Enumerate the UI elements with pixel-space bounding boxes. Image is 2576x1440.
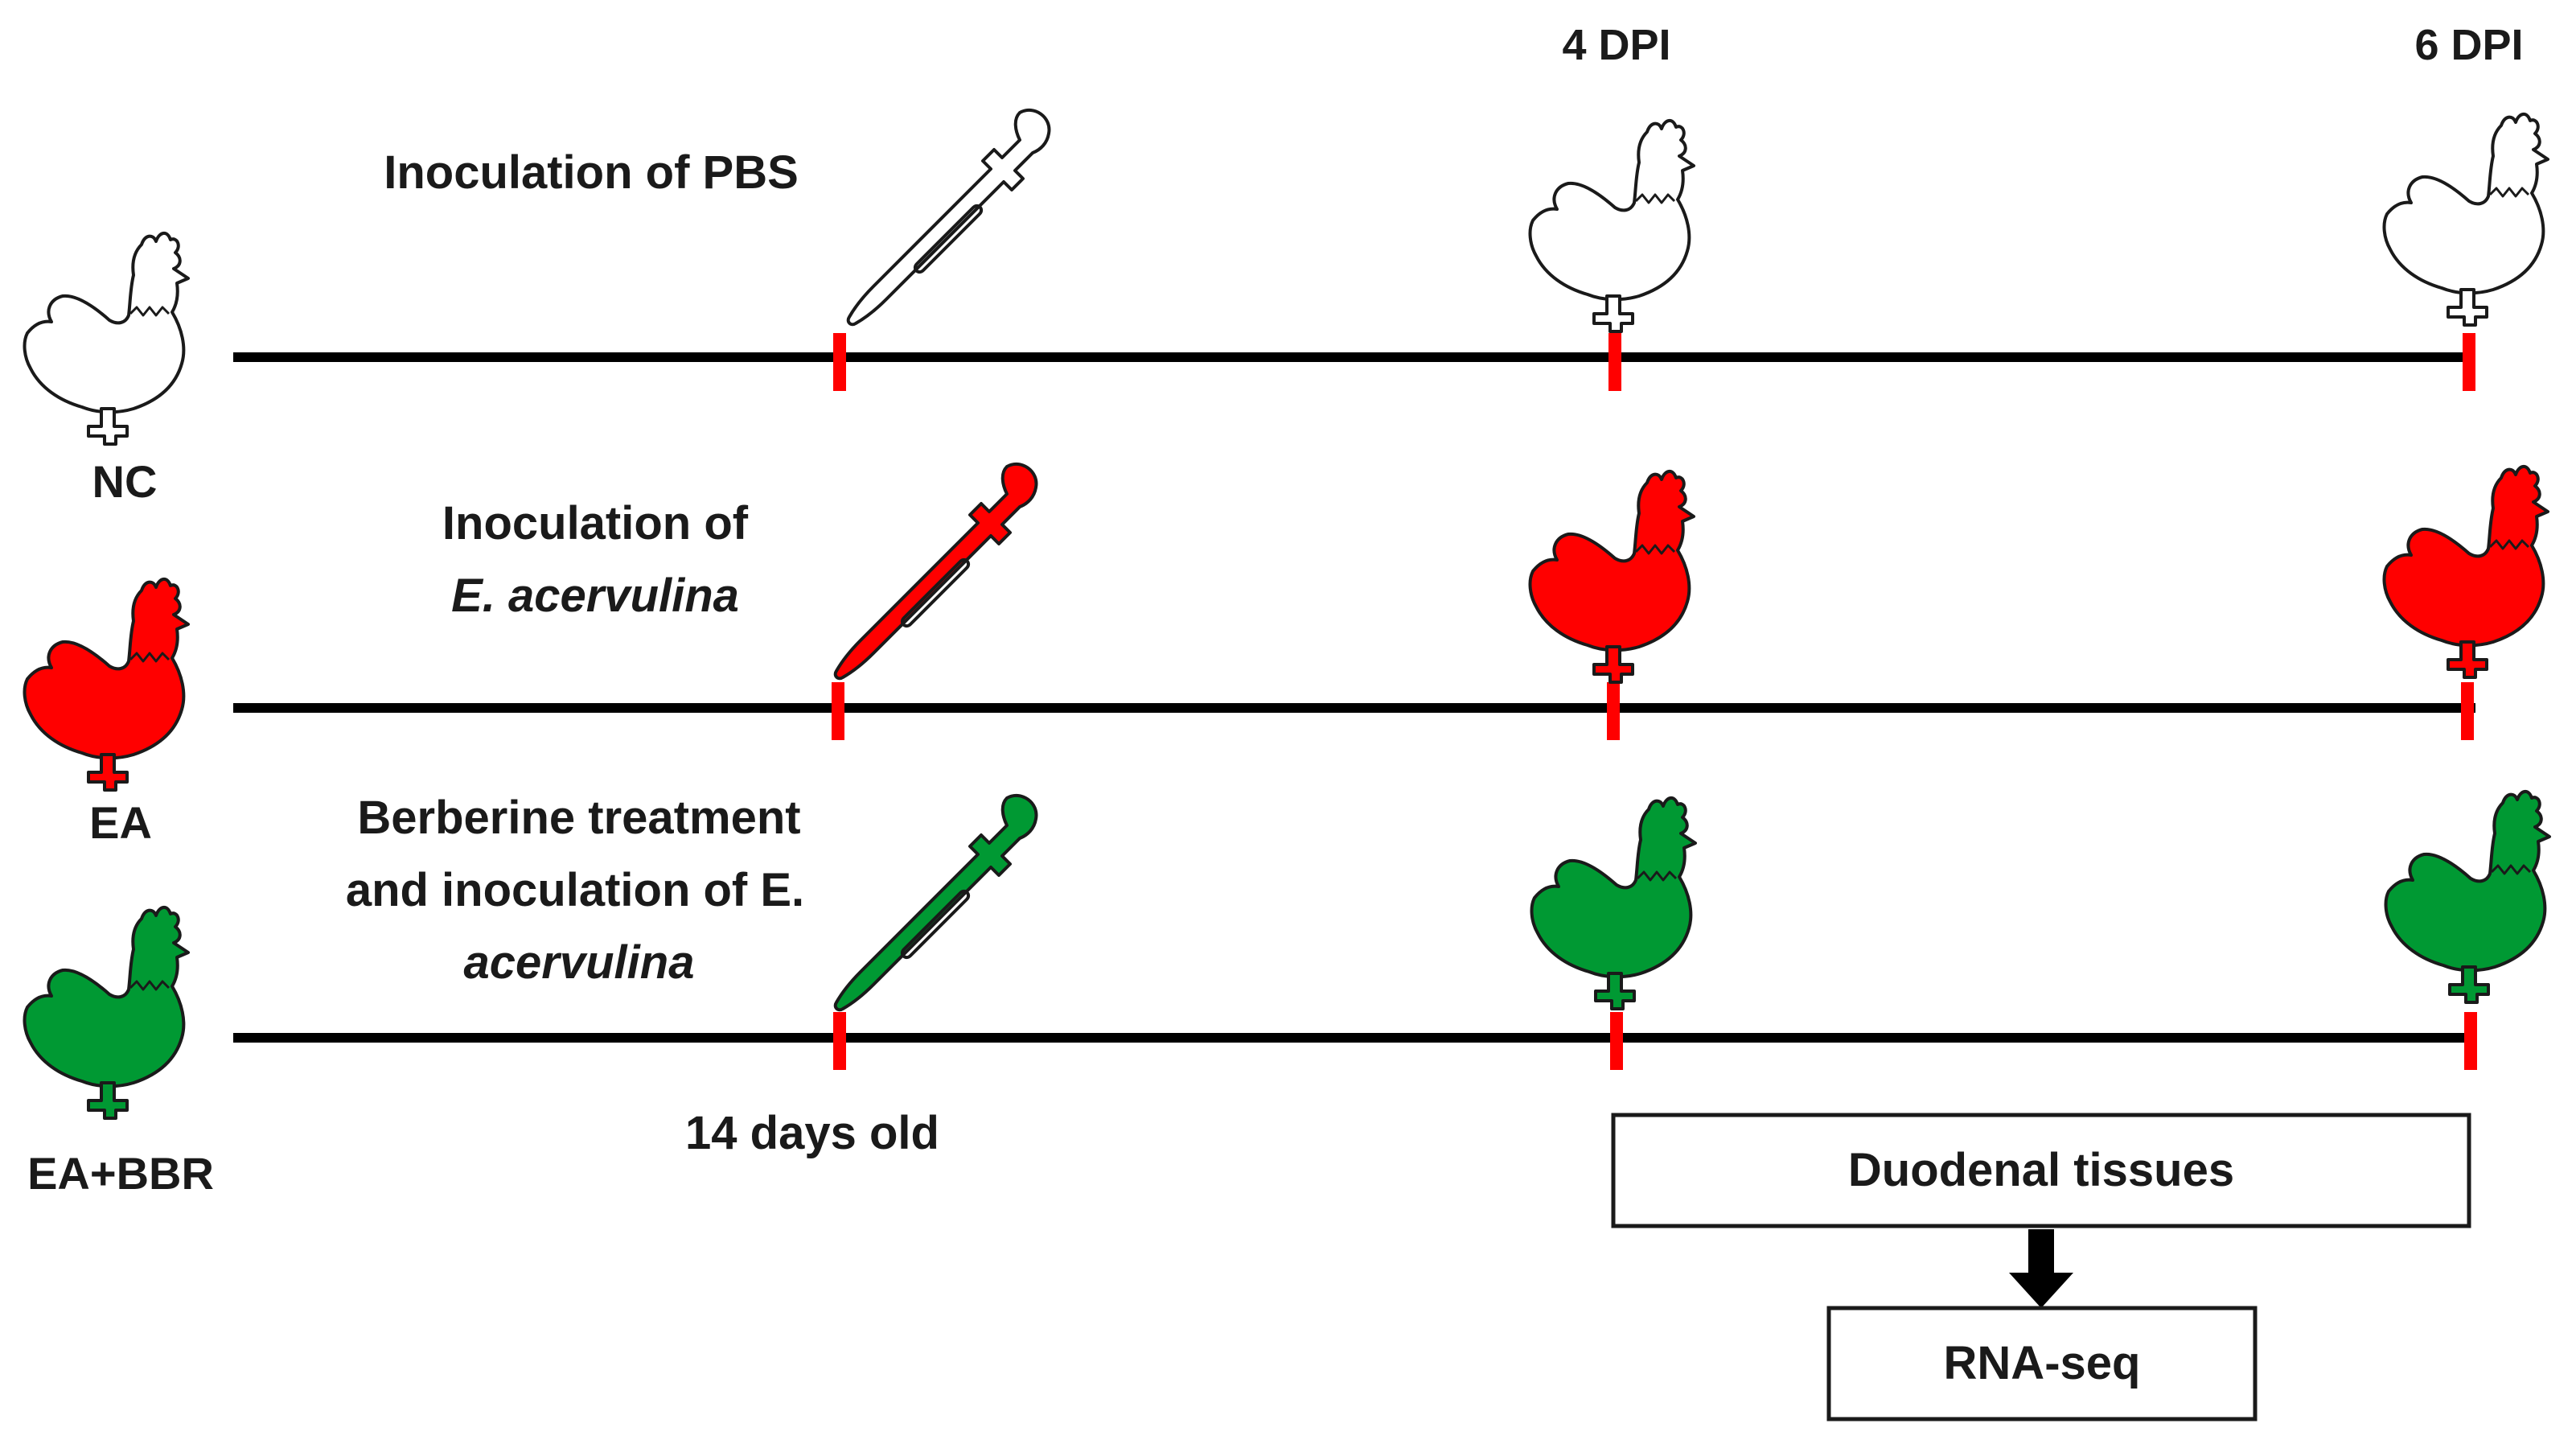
timeline-ticks (832, 333, 2477, 1070)
instruction-ea: Inoculation of E. acervulina (442, 497, 749, 622)
down-arrow-head (2009, 1273, 2073, 1308)
instruction-nc: Inoculation of PBS (384, 146, 799, 199)
dropper-icon (846, 108, 1051, 327)
tissue-box-label: Duodenal tissues (1848, 1144, 2234, 1196)
down-arrow-icon (2028, 1229, 2054, 1276)
timepoint-start-label: 14 days old (685, 1107, 939, 1159)
tick-ea-4dpi (1607, 682, 1620, 740)
assay-box-label: RNA-seq (1944, 1337, 2141, 1389)
timepoint-4dpi-label: 4 DPI (1562, 21, 1670, 69)
tick-nc-6dpi (2463, 333, 2475, 391)
chicken-icon (1530, 796, 1697, 1010)
tick-ea-start (832, 682, 844, 740)
instruction-line: Inoculation of (442, 497, 749, 549)
chicken-icon (23, 231, 190, 446)
instruction-line: Berberine treatment (357, 792, 800, 844)
chicken-icon (23, 577, 190, 792)
chicken-icon (2384, 789, 2551, 1004)
dropper-icon (833, 793, 1038, 1012)
tissue-box (1611, 1113, 2471, 1228)
instruction-line: Inoculation of PBS (384, 146, 799, 199)
assay-box (1826, 1306, 2258, 1421)
instruction-line-italic: E. acervulina (451, 570, 739, 622)
tick-ea-bbr-start (833, 1012, 846, 1070)
tick-ea-bbr-4dpi (1610, 1012, 1623, 1070)
chicken-icon (2382, 464, 2549, 679)
tick-ea-bbr-6dpi (2464, 1012, 2477, 1070)
tick-nc-4dpi (1608, 333, 1621, 391)
dropper-icon (833, 462, 1038, 681)
chicken-icon (2382, 112, 2549, 327)
group-label-nc: NC (92, 456, 158, 507)
chicken-icon (23, 905, 190, 1120)
chicken-icon (1528, 469, 1695, 684)
tick-ea-6dpi (2461, 682, 2474, 740)
tick-nc-start (833, 333, 846, 391)
timepoint-6dpi-label: 6 DPI (2414, 21, 2523, 69)
group-label-ea: EA (89, 797, 152, 848)
instruction-line: and inoculation of E. (346, 864, 804, 916)
chicken-icon (1528, 118, 1695, 333)
group-label-ea-bbr: EA+BBR (27, 1148, 214, 1199)
instruction-ea-bbr: Berberine treatment and inoculation of E… (346, 792, 804, 989)
instruction-line-italic: acervulina (464, 936, 695, 989)
